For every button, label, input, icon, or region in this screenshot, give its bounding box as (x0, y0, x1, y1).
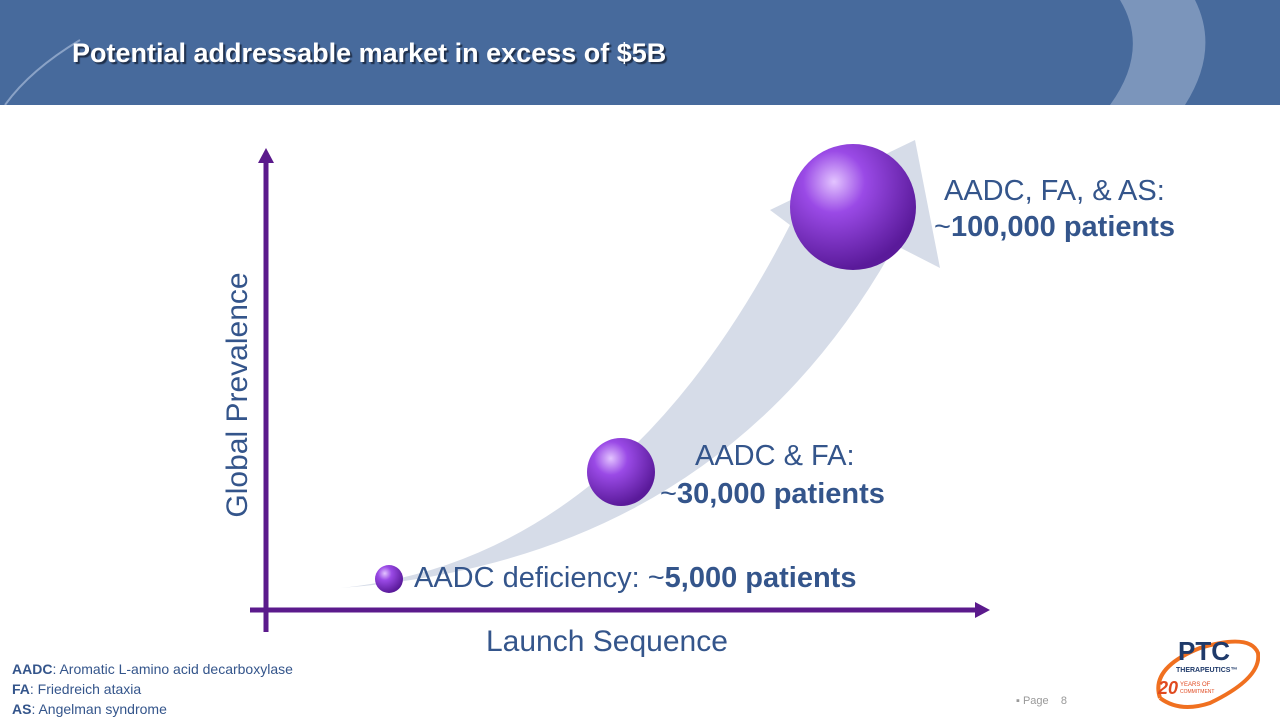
y-axis-label: Global Prevalence (221, 272, 254, 518)
sphere-stage-2 (587, 438, 655, 506)
legend-item: AS: Angelman syndrome (12, 701, 167, 717)
sphere-stage-3 (790, 144, 916, 270)
header-swoosh-decoration (4, 0, 1206, 105)
growth-arrow (340, 140, 940, 588)
svg-text:COMMITMENT: COMMITMENT (1180, 689, 1214, 695)
stage-2-title: AADC & FA: (695, 440, 855, 472)
stage-2-patients: ~30,000 patients (660, 478, 885, 510)
ptc-logo: PTC THERAPEUTICS™ 20 YEARS OF COMMITMENT (1156, 636, 1260, 709)
legend-item: FA: Friedreich ataxia (12, 681, 142, 697)
page-number: 8 (1060, 695, 1068, 707)
svg-text:THERAPEUTICS™: THERAPEUTICS™ (1176, 667, 1237, 674)
page-footer: ▪ Page 8 (1016, 695, 1068, 707)
sphere-stage-1 (375, 565, 403, 593)
svg-text:YEARS OF: YEARS OF (1180, 682, 1211, 688)
legend-item: AADC: Aromatic L-amino acid decarboxylas… (12, 661, 293, 677)
stage-1-label: AADC deficiency: ~5,000 patients (414, 562, 857, 594)
header-banner: Potential addressable market in excess o… (0, 0, 1280, 105)
stage-3-title: AADC, FA, & AS: (944, 175, 1165, 207)
abbreviation-legend: AADC: Aromatic L-amino acid decarboxylas… (12, 659, 293, 719)
svg-text:PTC: PTC (1178, 636, 1230, 666)
svg-text:20: 20 (1157, 678, 1178, 698)
stage-3-patients: ~100,000 patients (934, 211, 1176, 243)
y-axis-arrowhead (258, 148, 274, 163)
x-axis-label: Launch Sequence (486, 625, 728, 658)
x-axis-arrowhead (975, 602, 990, 618)
page-title: Potential addressable market in excess o… (72, 38, 667, 68)
page-label: Page (1022, 695, 1049, 707)
